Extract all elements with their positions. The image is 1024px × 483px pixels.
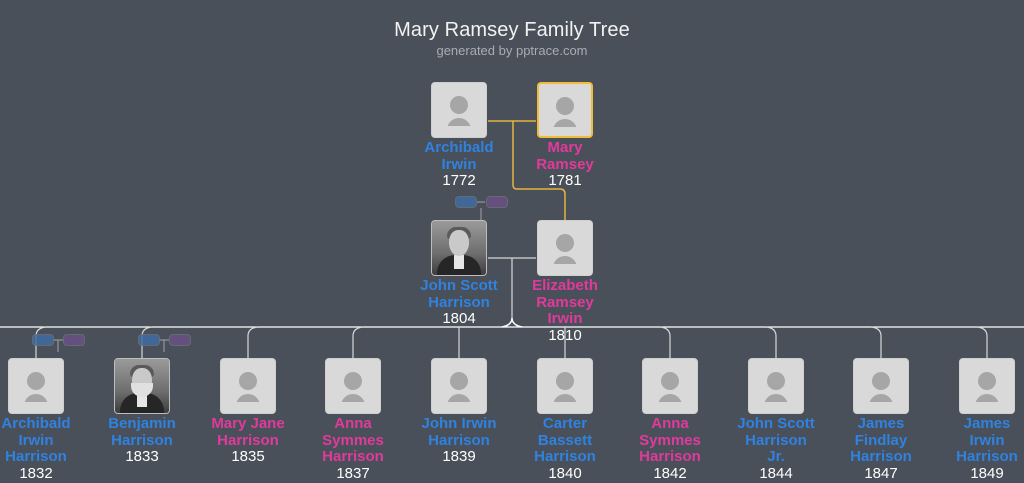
child-family-pill-blue[interactable]: [138, 334, 160, 346]
page-subtitle: generated by pptrace.com: [436, 43, 588, 58]
person-birth-year: 1804: [442, 310, 476, 327]
person-placeholder-icon: [748, 358, 804, 414]
person-birth-year: 1839: [442, 448, 476, 465]
person-photo: [431, 220, 487, 276]
person-placeholder-icon: [642, 358, 698, 414]
person-birth-year: 1847: [864, 464, 898, 482]
person-placeholder-icon: [8, 358, 64, 414]
child-family-pill-purple[interactable]: [63, 334, 85, 346]
person-placeholder-icon: [537, 358, 593, 414]
person-placeholder-icon: [959, 358, 1015, 414]
person-birth-year: 1772: [442, 172, 476, 189]
person-placeholder-icon: [431, 358, 487, 414]
person-placeholder-icon: [431, 82, 487, 138]
person-birth-year: 1781: [548, 172, 582, 189]
person-birth-year: 1832: [19, 464, 53, 482]
person-placeholder-icon: [220, 358, 276, 414]
person-placeholder-icon: [853, 358, 909, 414]
person-photo: [114, 358, 170, 414]
person-birth-year: 1810: [548, 326, 582, 344]
person-birth-year: 1833: [125, 448, 159, 465]
spouse-family-pill-purple[interactable]: [486, 196, 508, 208]
child-family-pill-purple[interactable]: [169, 334, 191, 346]
spouse-family-pill-blue[interactable]: [455, 196, 477, 208]
page-title: Mary Ramsey Family Tree: [394, 19, 630, 41]
person-birth-year: 1849: [970, 464, 1004, 482]
person-birth-year: 1844: [759, 464, 793, 482]
person-birth-year: 1842: [653, 464, 687, 482]
person-birth-year: 1837: [336, 464, 370, 482]
child-family-pill-blue[interactable]: [32, 334, 54, 346]
person-placeholder-icon: [537, 82, 593, 138]
person-placeholder-icon: [325, 358, 381, 414]
person-birth-year: 1835: [231, 448, 265, 465]
person-placeholder-icon: [537, 220, 593, 276]
person-birth-year: 1840: [548, 464, 582, 482]
